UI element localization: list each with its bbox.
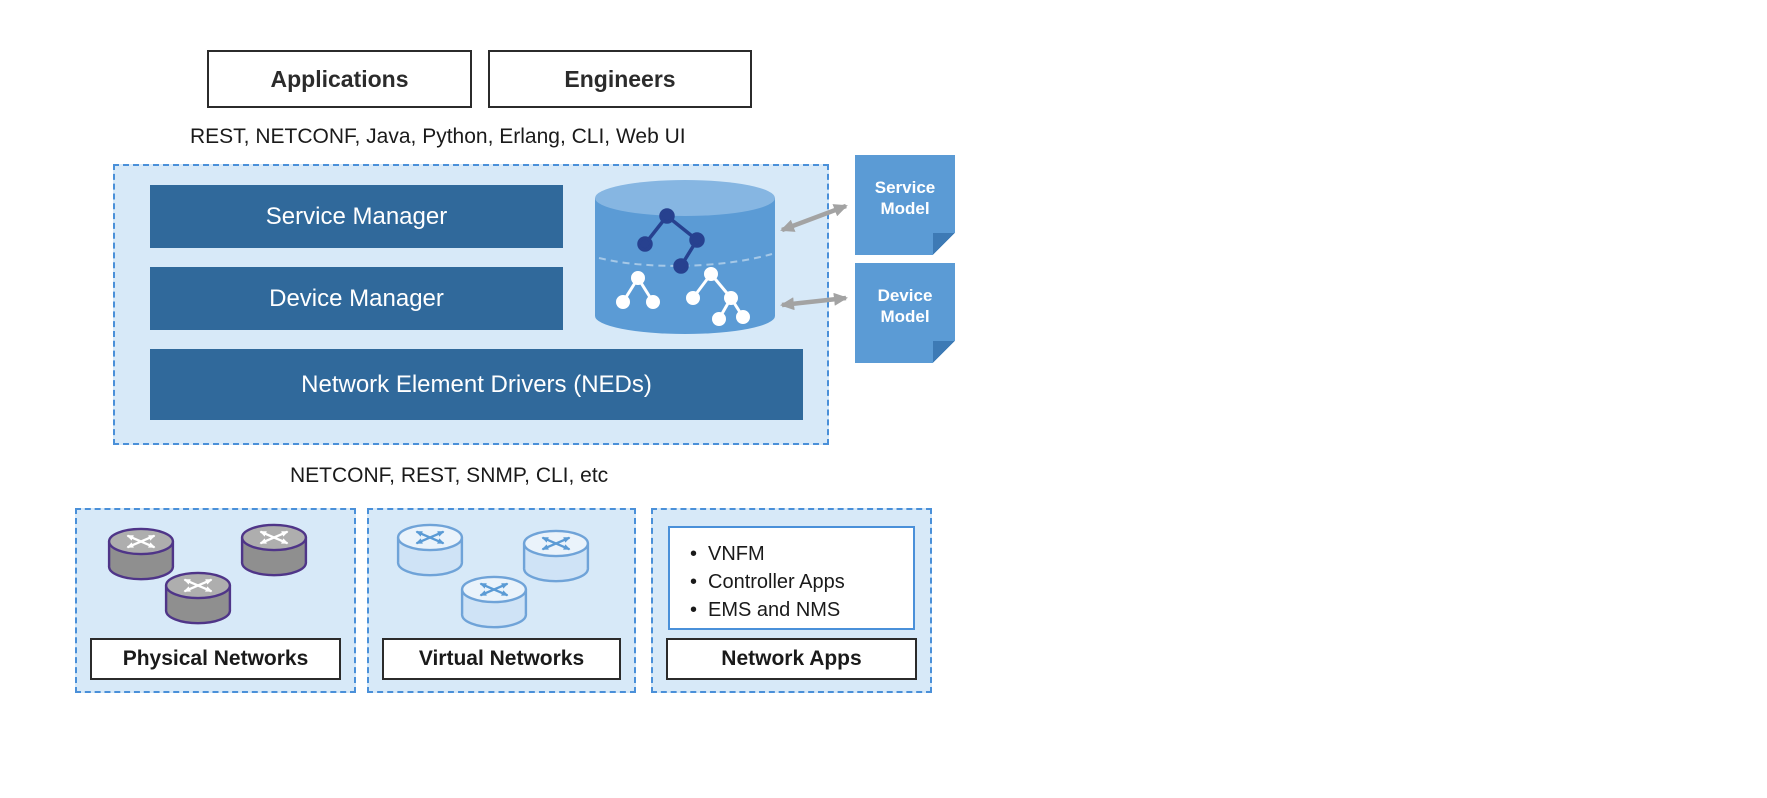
physical-router-icon — [159, 570, 237, 628]
service-model-tree-icon — [637, 208, 705, 274]
neds-box: Network Element Drivers (NEDs) — [150, 349, 803, 420]
device-model-label: Device Model — [877, 286, 933, 327]
network-apps-list: VNFM Controller Apps EMS and NMS — [668, 526, 915, 630]
device-model-trees-icon — [616, 267, 750, 326]
service-model-note: Service Model — [855, 155, 955, 255]
network-apps-item: VNFM — [688, 540, 903, 568]
network-apps-item: EMS and NMS — [688, 596, 903, 624]
applications-label: Applications — [270, 65, 409, 92]
network-apps-box: VNFM Controller Apps EMS and NMS Network… — [651, 508, 932, 693]
engineers-label: Engineers — [564, 65, 676, 92]
service-model-double-arrow-icon — [780, 203, 848, 233]
virtual-networks-box: Virtual Networks — [367, 508, 636, 693]
applications-box: Applications — [207, 50, 472, 108]
network-apps-item: Controller Apps — [688, 568, 903, 596]
northbound-protocols-label: REST, NETCONF, Java, Python, Erlang, CLI… — [190, 125, 686, 148]
device-manager-box: Device Manager — [150, 267, 563, 330]
virtual-router-icon — [455, 574, 533, 632]
service-model-label: Service Model — [874, 178, 936, 219]
engineers-box: Engineers — [488, 50, 752, 108]
network-apps-label: Network Apps — [721, 647, 862, 670]
device-model-double-arrow-icon — [780, 292, 848, 311]
physical-router-icon — [235, 522, 313, 580]
device-model-note: Device Model — [855, 263, 955, 363]
device-manager-label: Device Manager — [269, 284, 444, 312]
service-manager-label: Service Manager — [265, 202, 448, 230]
service-manager-box: Service Manager — [150, 185, 563, 248]
network-apps-label-box: Network Apps — [666, 638, 917, 680]
southbound-protocols-label: NETCONF, REST, SNMP, CLI, etc — [290, 464, 609, 487]
nso-platform-container: Service Manager Device Manager Network E… — [113, 164, 829, 445]
virtual-networks-label-box: Virtual Networks — [382, 638, 621, 680]
physical-networks-label-box: Physical Networks — [90, 638, 341, 680]
physical-networks-box: Physical Networks — [75, 508, 356, 693]
virtual-router-icon — [391, 522, 469, 580]
physical-networks-label: Physical Networks — [122, 647, 309, 670]
config-database-cylinder-icon — [595, 180, 775, 334]
virtual-networks-label: Virtual Networks — [418, 647, 585, 670]
neds-label: Network Element Drivers (NEDs) — [301, 370, 652, 398]
